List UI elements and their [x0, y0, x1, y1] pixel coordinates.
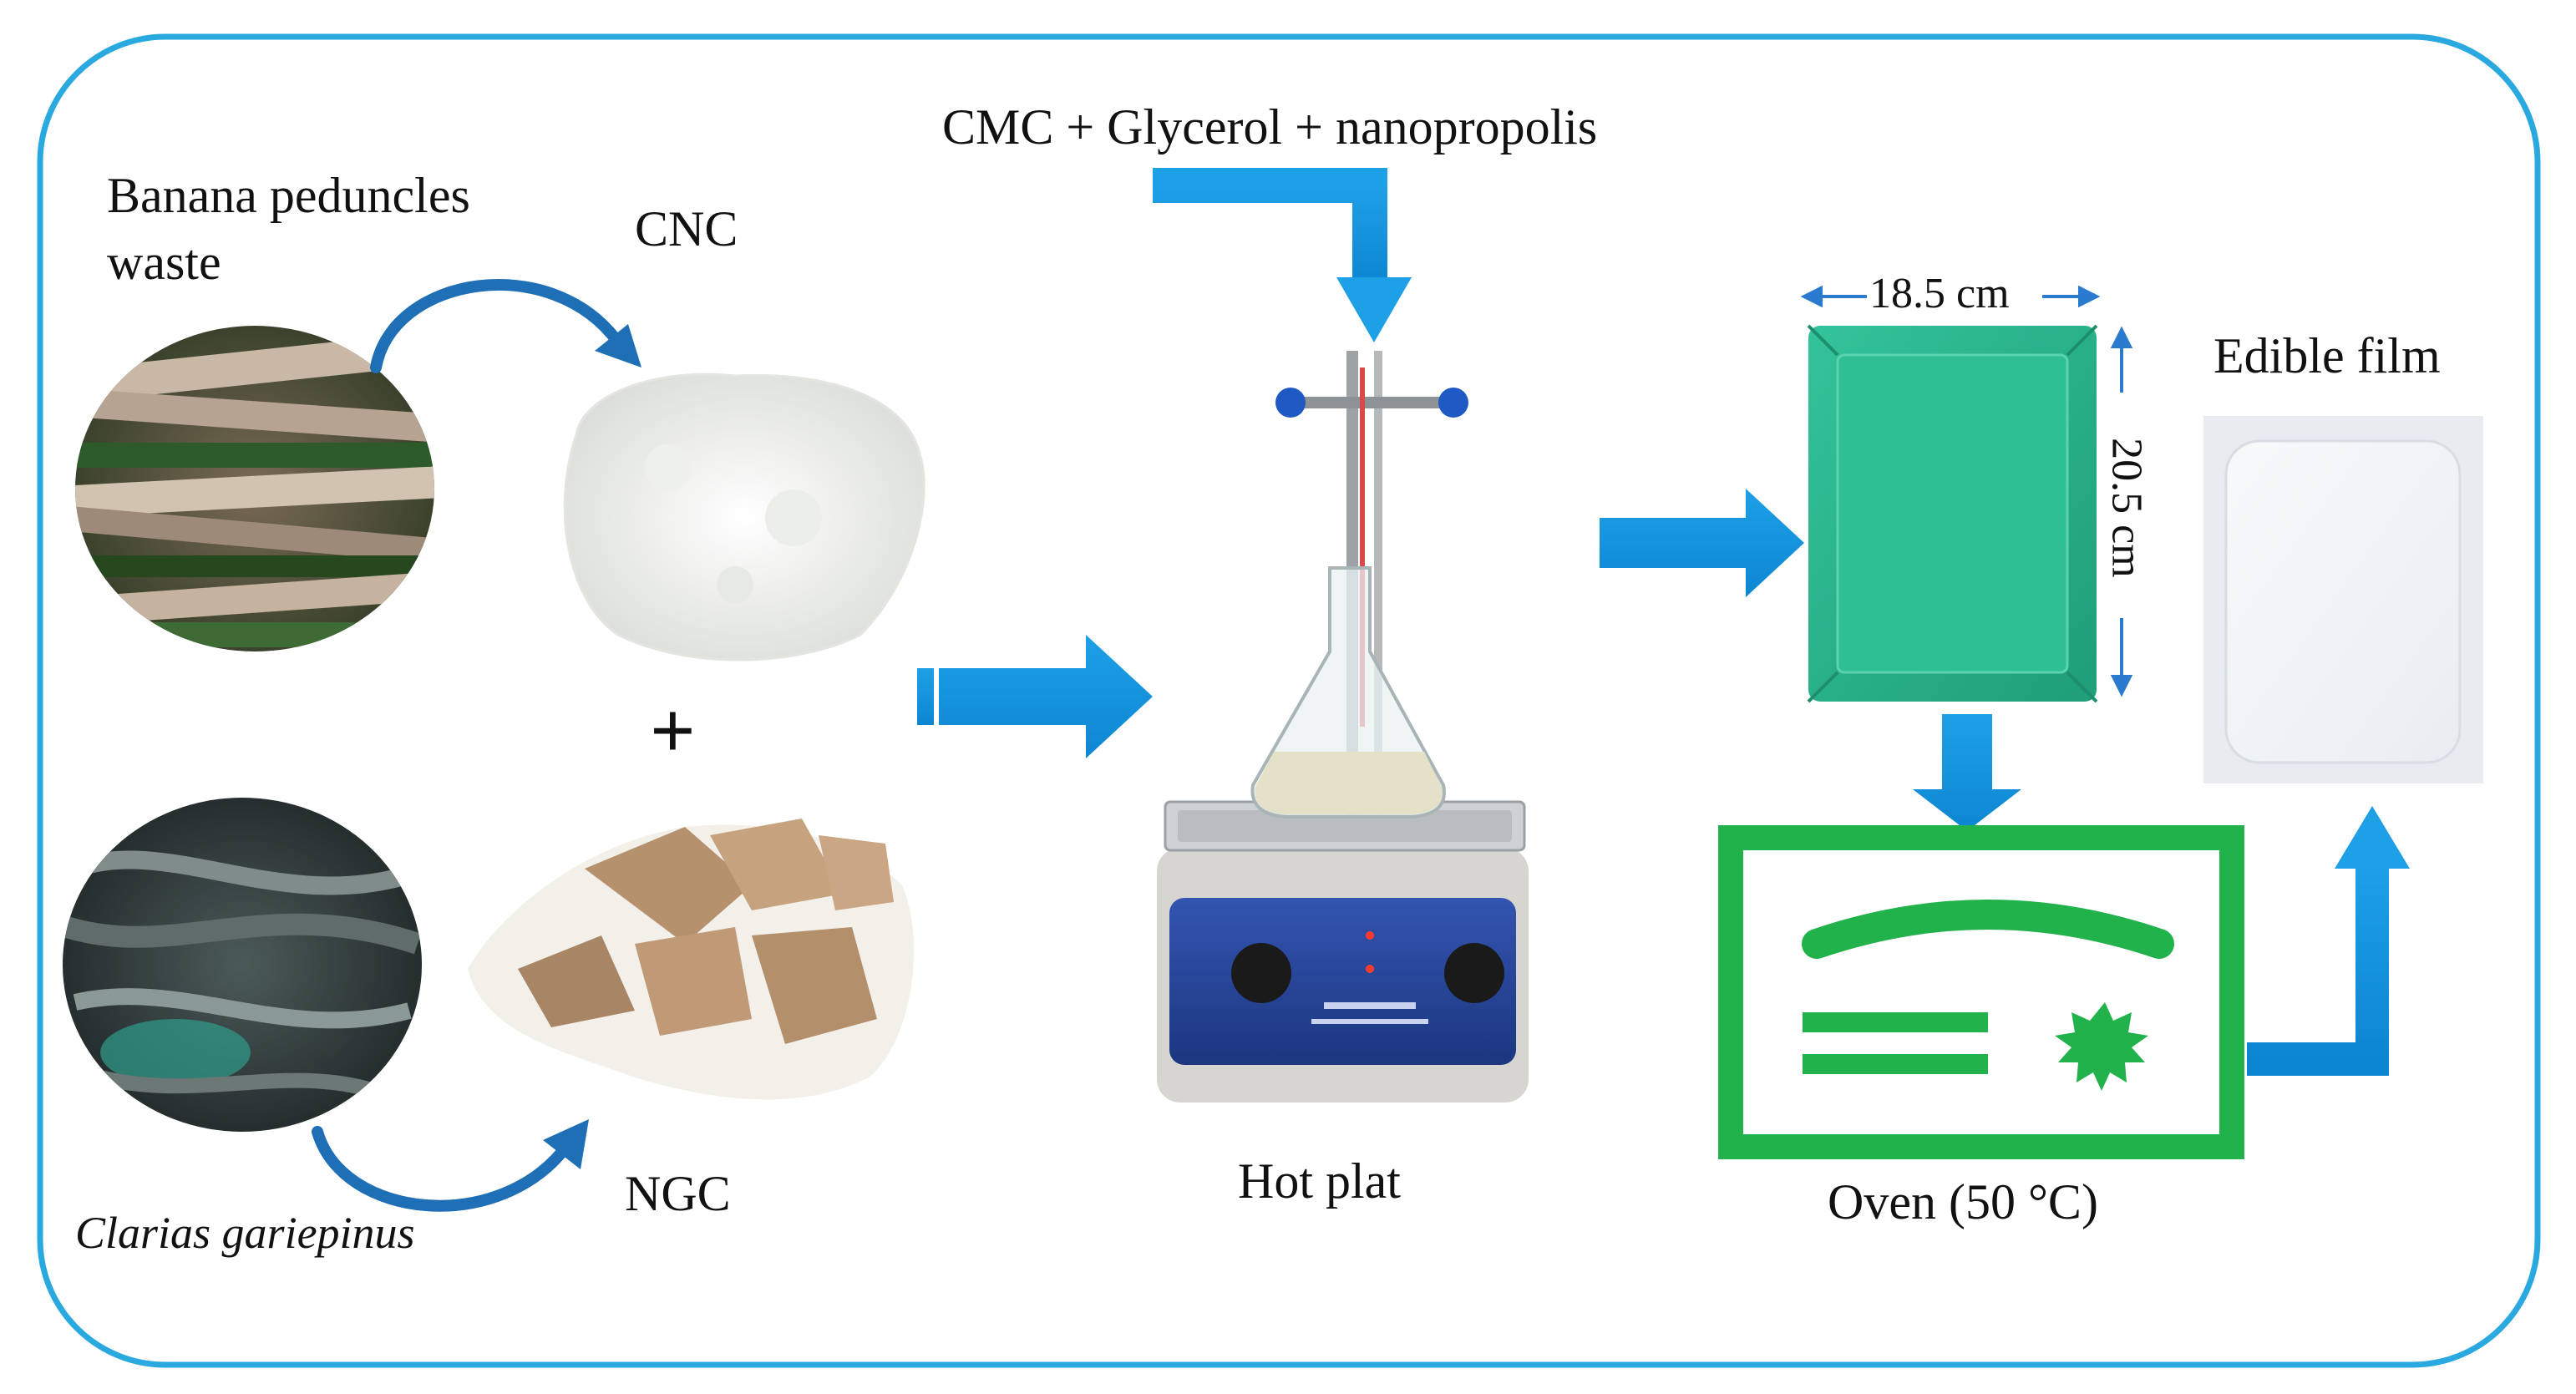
oven-icon — [1718, 825, 2244, 1159]
height-dimension — [2110, 326, 2133, 697]
label-tray-height: 20.5 cm — [2102, 438, 2151, 578]
arrow-to-hotplate — [917, 635, 1153, 758]
label-cnc: CNC — [635, 201, 738, 256]
cnc-powder — [563, 373, 925, 662]
arrow-to-tray — [1600, 489, 1804, 597]
label-fish-source: Clarias gariepinus — [75, 1208, 415, 1258]
banana-photo — [75, 326, 434, 651]
width-dimension — [1800, 285, 2101, 308]
ngc-flakes — [468, 819, 915, 1100]
label-hot-plate: Hot plat — [1238, 1153, 1401, 1209]
curve-arrow-head-1 — [595, 324, 641, 368]
hotplate-stirrer — [1157, 351, 1529, 1103]
curve-arrow-fish-ngc — [312, 1126, 574, 1212]
label-banana-source-line1: Banana peduncles — [107, 168, 470, 223]
label-oven: Oven (50 °C) — [1828, 1174, 2098, 1229]
label-tray-width: 18.5 cm — [1869, 270, 2010, 317]
outer-frame — [37, 33, 2541, 1368]
label-plus: + — [650, 686, 696, 775]
label-ngc: NGC — [625, 1166, 731, 1221]
curve-arrow-banana-cnc — [370, 278, 624, 373]
label-banana-source-line2: waste — [107, 235, 221, 290]
oven-sun-icon — [2055, 1002, 2148, 1091]
label-additives: CMC + Glycerol + nanopropolis — [942, 99, 1598, 155]
arrow-to-film — [2247, 806, 2410, 1076]
arrow-additives-down — [1153, 168, 1412, 342]
edible-film — [2203, 416, 2483, 783]
label-edible-film: Edible film — [2213, 328, 2441, 383]
green-tray — [1807, 324, 2098, 703]
fish-photo — [63, 798, 422, 1132]
curve-arrow-head-2 — [543, 1119, 589, 1169]
arrow-to-oven — [1913, 714, 2021, 831]
